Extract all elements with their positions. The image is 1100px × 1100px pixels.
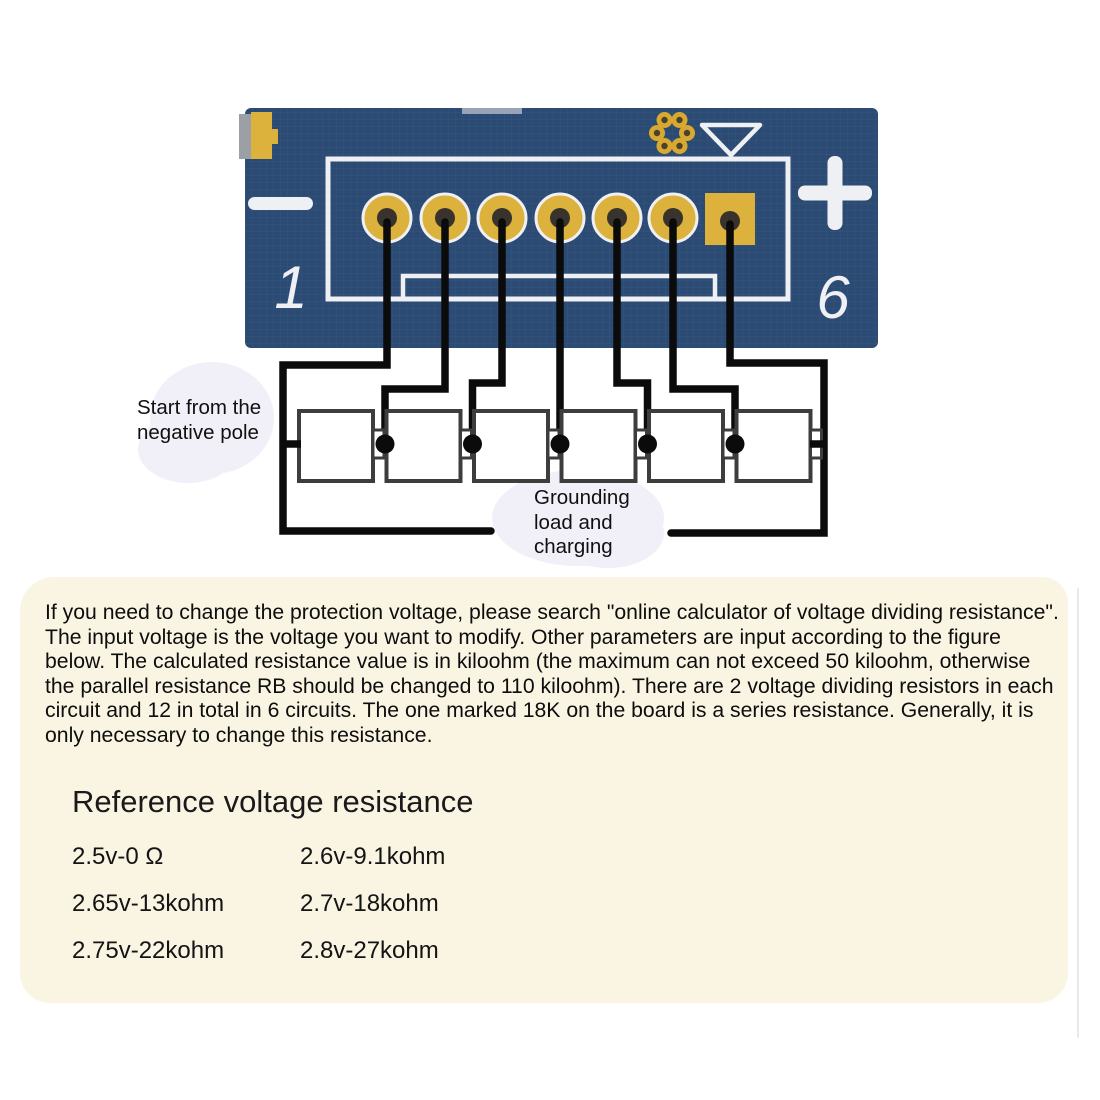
junction-dot [550,434,570,454]
annotation-line: negative pole [137,420,259,444]
battery-cell [384,409,463,483]
pad-5 [591,192,643,244]
junction-dot [725,434,745,454]
reference-table: 2.5v-0 Ω 2.6v-9.1kohm 2.65v-13kohm 2.7v-… [72,843,528,984]
paragraph-line: circuit and 12 in total in 6 circuits. T… [45,699,1034,723]
info-panel: If you need to change the protection vol… [20,577,1068,1003]
battery-cell [559,409,638,483]
orientation-triangle-icon [699,122,763,158]
board-top-notch [462,108,522,114]
start-pole-halo-2 [138,415,238,483]
reference-title: Reference voltage resistance [72,784,474,819]
junctions [283,434,826,454]
page-edge-artifact [1077,588,1079,1038]
pin-6-label: 6 [816,264,850,331]
wire-1 [279,218,495,535]
wires [279,218,828,537]
via-cluster-icon [649,112,695,154]
instructions-paragraph: If you need to change the protection vol… [45,601,1065,749]
battery-cell [472,409,550,483]
paragraph-line: only necessary to change this resistance… [45,723,433,747]
junction-dot [375,434,395,454]
wire-7 [667,220,828,537]
reference-value: 2.7v-18kohm [300,890,439,917]
annotation-line: Grounding [534,486,630,509]
junction-dot [463,434,482,454]
paragraph-line: the parallel resistance RB should be cha… [45,674,1054,698]
paragraph-line: below. The calculated resistance value i… [45,650,1031,674]
reference-value: 2.6v-9.1kohm [300,843,446,870]
battery-cell [297,409,375,483]
reference-value: 2.8v-27kohm [300,937,439,964]
reference-value: 2.5v-0 Ω [72,843,164,870]
battery-string [297,409,823,483]
pad-6 [647,192,699,244]
reference-value: 2.75v-22kohm [72,937,225,964]
paragraph-line: If you need to change the protection vol… [45,601,1059,624]
wiring-diagram: 1 6 [239,108,878,537]
annotation-line: load and [534,510,613,534]
battery-cell [734,409,813,483]
grounding-annotation: Grounding load and charging [534,486,630,560]
annotation-line: charging [534,535,613,558]
reference-row: 2.65v-13kohm 2.7v-18kohm [72,890,528,937]
reference-row: 2.5v-0 Ω 2.6v-9.1kohm [72,843,528,890]
polarity-plus-icon [798,156,872,230]
smd-component-icon [239,112,278,159]
battery-cell [647,409,725,483]
grounding-halo-2 [552,498,664,568]
polarity-minus-icon [248,197,313,210]
pad-1 [361,192,413,244]
junction-dot [638,434,657,454]
pin-1-label: 1 [274,254,307,321]
reference-value: 2.65v-13kohm [72,890,225,917]
start-pole-annotation: Start from the negative pole [137,396,261,445]
reference-row: 2.75v-22kohm 2.8v-27kohm [72,937,528,984]
annotation-line: Start from the [137,396,262,419]
paragraph-line: The input voltage is the voltage you wan… [45,625,1001,649]
